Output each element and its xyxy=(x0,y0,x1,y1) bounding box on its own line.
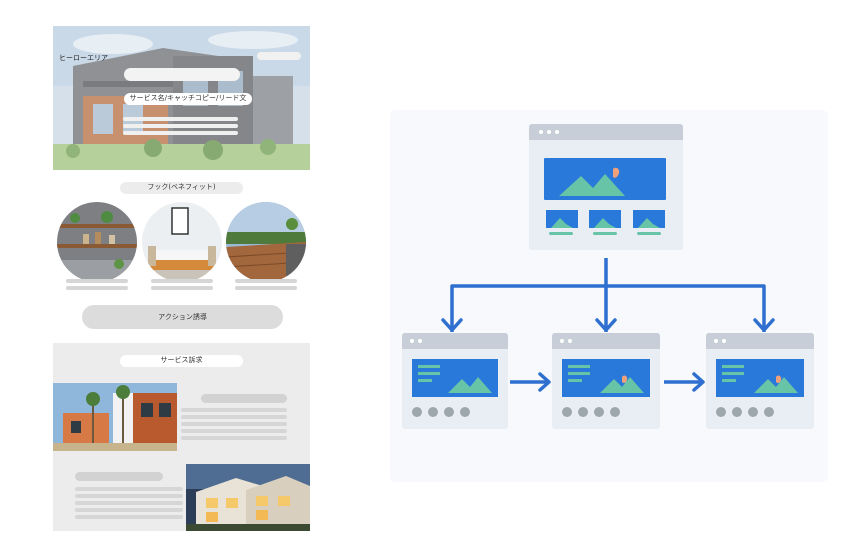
service-block-2-line-2 xyxy=(75,494,183,498)
hero-title-bar xyxy=(124,68,240,81)
residence-image-2 xyxy=(186,464,310,531)
service-block-2-line-3 xyxy=(75,501,183,505)
service-block-1-line-3 xyxy=(181,422,287,426)
bedroom-image xyxy=(142,202,222,282)
service-block-1-line-1 xyxy=(181,408,287,412)
child-page-window-2 xyxy=(552,333,660,429)
hook-caption-1-line-1 xyxy=(66,279,128,283)
site-structure-diagram xyxy=(390,110,828,482)
window-title-bar xyxy=(529,124,683,140)
service-appeal-label: サービス訴求 xyxy=(120,355,243,367)
residence-image-1 xyxy=(53,383,177,451)
hero-text-line-1 xyxy=(123,117,238,121)
hook-benefit-label: フック(ベネフィット) xyxy=(120,182,243,194)
terrace-image xyxy=(226,202,306,282)
hook-caption-1-line-2 xyxy=(66,286,128,290)
service-block-1-line-4 xyxy=(181,429,287,433)
hero-area-label: ヒーローエリア xyxy=(59,54,108,62)
service-name-catchcopy-label: サービス名/キャッチコピー/リード文 xyxy=(124,93,252,105)
hero-text-line-3 xyxy=(123,131,238,135)
window-title-bar xyxy=(402,333,508,349)
window-title-bar xyxy=(706,333,814,349)
child-page-window-1 xyxy=(402,333,508,429)
service-block-1-line-5 xyxy=(181,436,287,440)
action-button[interactable]: アクション誘導 xyxy=(82,305,283,329)
service-block-2-heading xyxy=(75,472,163,481)
window-title-bar xyxy=(552,333,660,349)
child-page-window-3 xyxy=(706,333,814,429)
service-block-2-line-4 xyxy=(75,508,183,512)
hero-top-right-bar xyxy=(257,52,301,60)
service-block-1-line-2 xyxy=(181,415,287,419)
landing-page-wireframe: ヒーローエリア サービス名/キャッチコピー/リード文 フック(ベネフィット) xyxy=(53,26,310,531)
branch-arrows xyxy=(441,258,775,392)
service-block-2-line-5 xyxy=(75,515,183,519)
service-block-1-heading xyxy=(201,394,287,403)
hook-caption-3-line-2 xyxy=(235,286,297,290)
hook-caption-2-line-1 xyxy=(151,279,213,283)
kitchen-shelf-image xyxy=(57,202,137,282)
service-block-2-line-1 xyxy=(75,487,183,491)
hook-caption-3-line-1 xyxy=(235,279,297,283)
hook-caption-2-line-2 xyxy=(151,286,213,290)
hero-text-line-2 xyxy=(123,124,238,128)
top-page-window xyxy=(529,124,683,250)
